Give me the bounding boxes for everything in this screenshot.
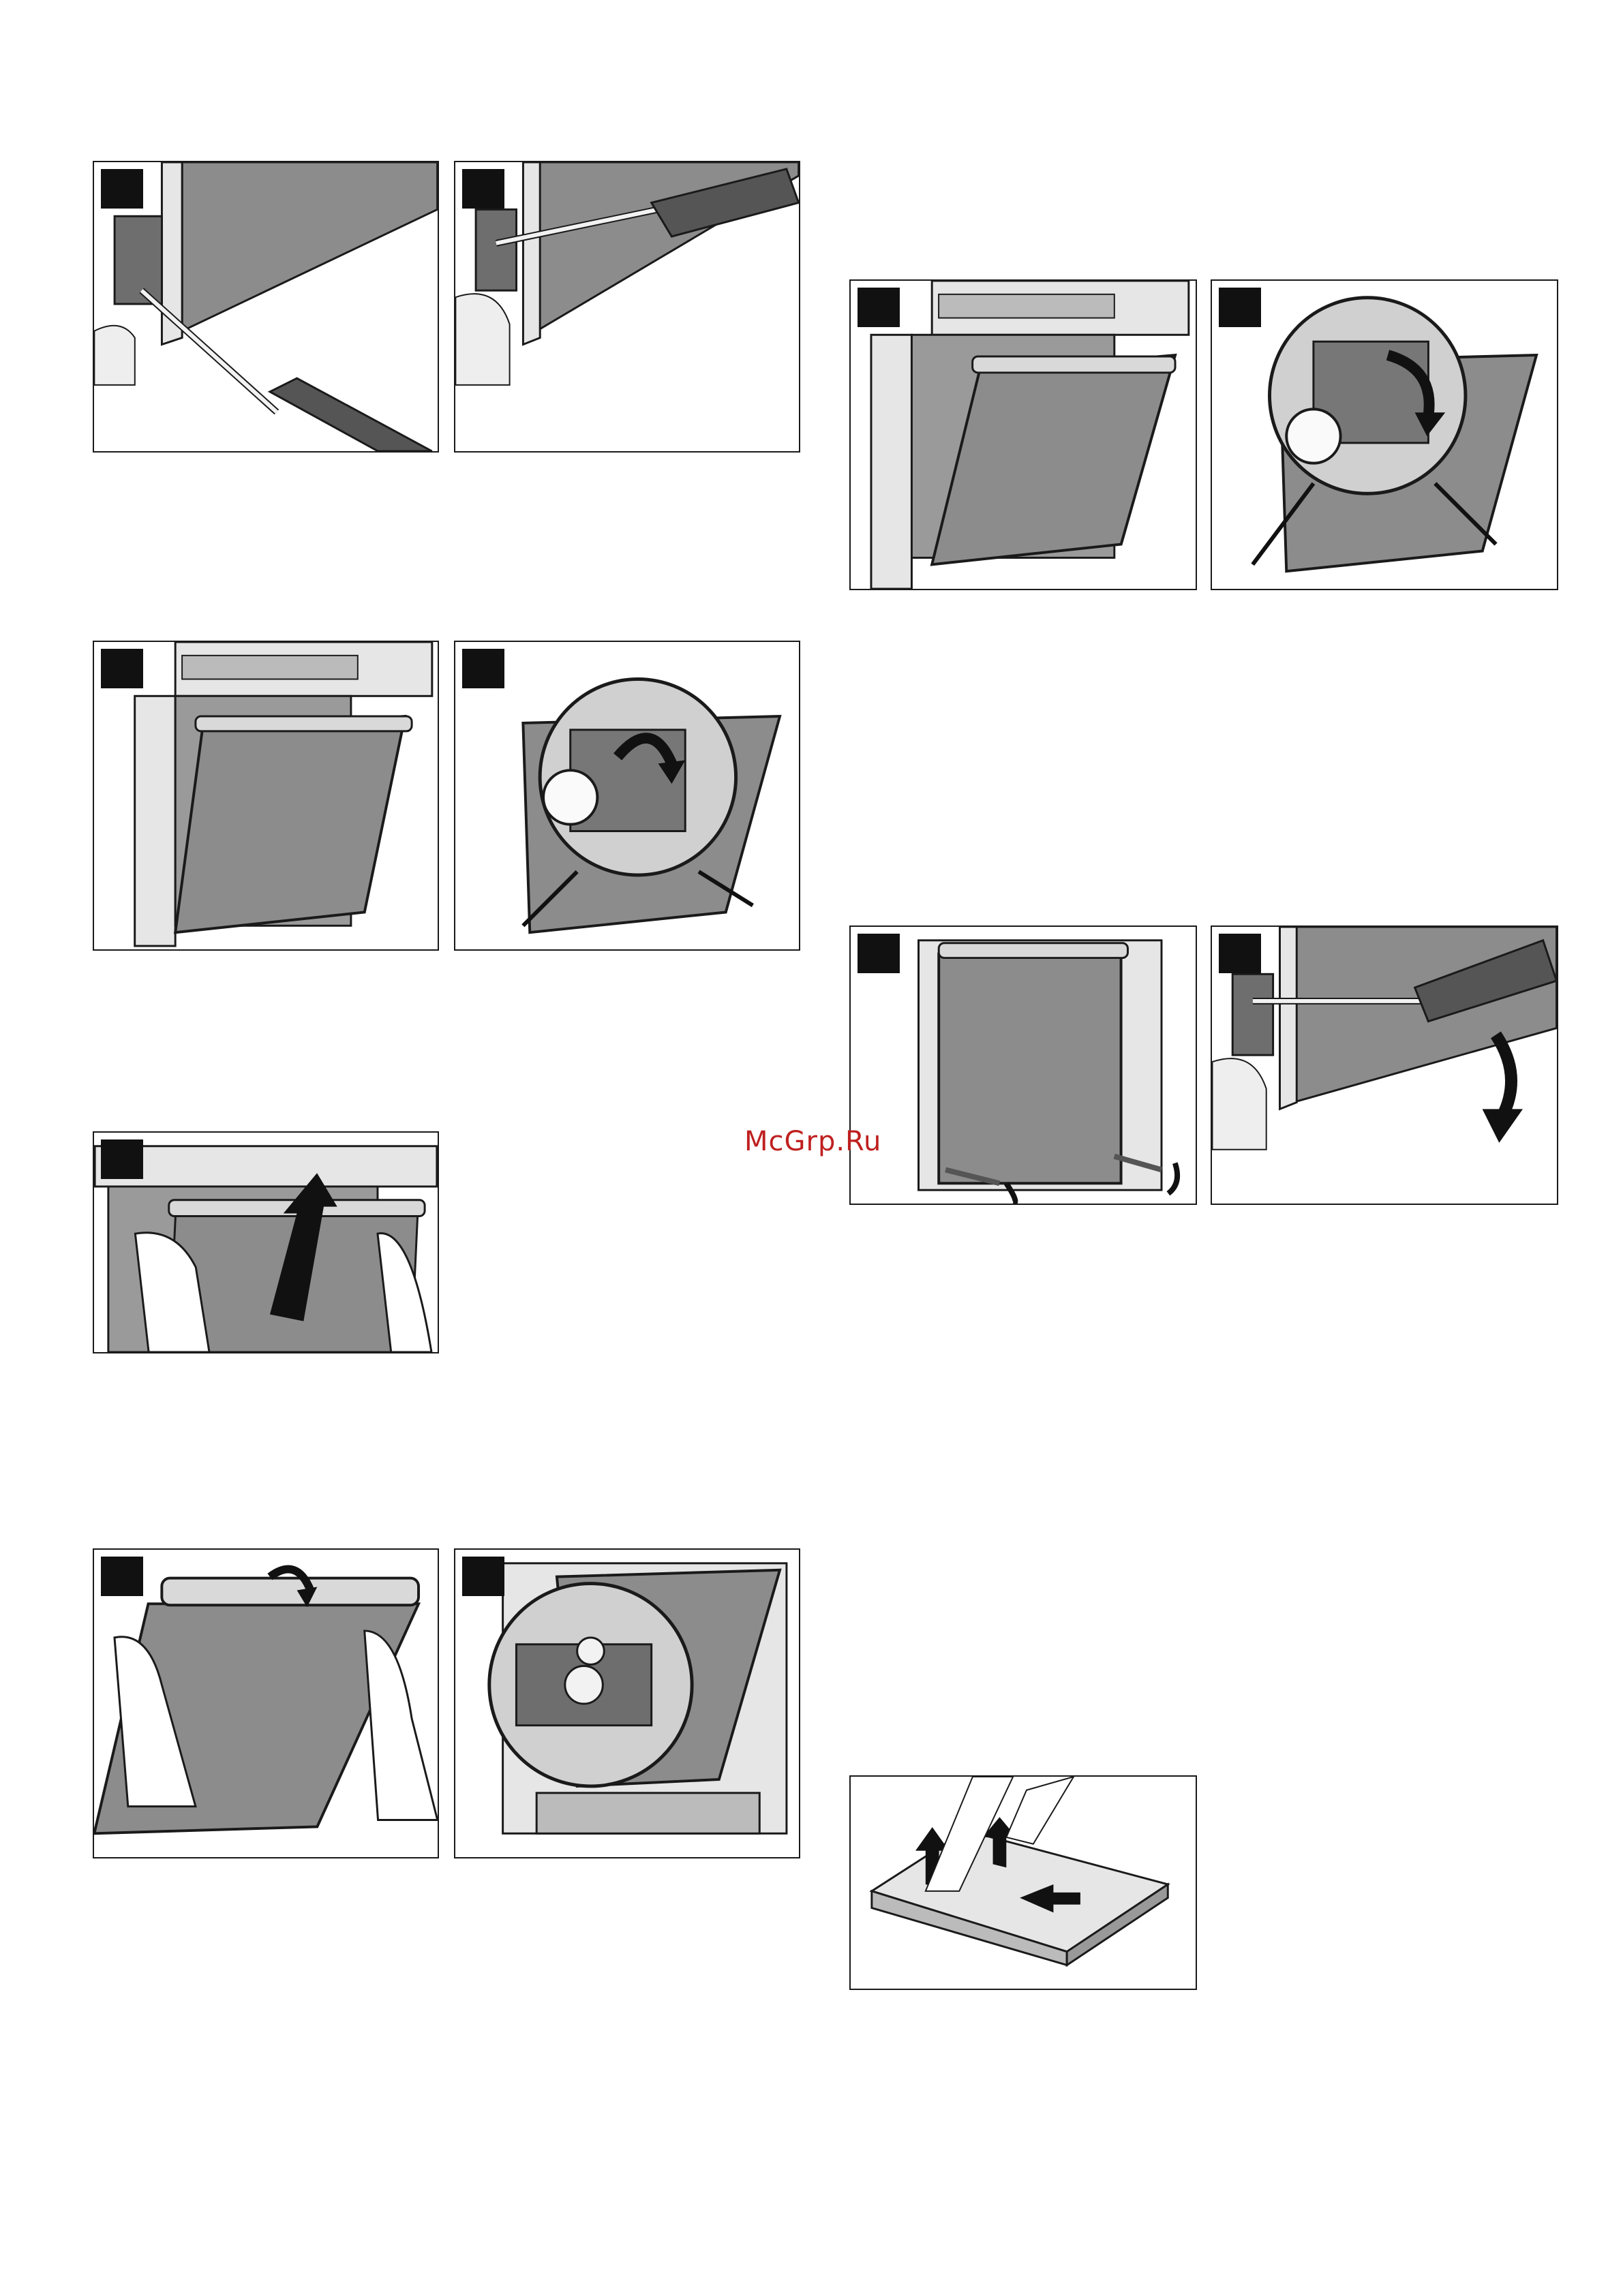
watermark-text: McGrp.Ru — [744, 1126, 881, 1157]
lift-door-illustration — [94, 1133, 438, 1352]
instruction-panel-door-open-right — [849, 279, 1197, 590]
instruction-panel-lift-door — [93, 1131, 439, 1353]
instruction-panel-door-open — [93, 641, 439, 951]
step-badge — [101, 1139, 143, 1179]
instruction-panel-hinge-detail — [454, 1548, 800, 1858]
remove-strip-illustration — [94, 1550, 438, 1857]
hinge-detail-zoom-illustration — [455, 1550, 799, 1857]
screwdriver-illustration — [94, 162, 438, 451]
hinge-lever-zoom-illustration — [455, 642, 799, 949]
oven-door-open-illustration — [94, 642, 438, 949]
step-badge — [101, 169, 143, 209]
instruction-panel-hinge-lever — [454, 641, 800, 951]
instruction-panel-remove-top-strip — [93, 1548, 439, 1858]
step-badge — [858, 288, 900, 327]
step-badge — [1219, 934, 1261, 973]
instruction-panel-screwdriver-side — [454, 161, 800, 453]
step-badge — [462, 649, 504, 688]
oven-door-open-illustration — [851, 281, 1196, 589]
step-badge — [858, 934, 900, 973]
screwdriver-illustration — [1212, 927, 1557, 1204]
instruction-panel-door-closed-screws — [849, 925, 1197, 1205]
instruction-panel-glass-pane — [849, 1775, 1197, 1990]
instruction-panel-unscrew-hinge-cover — [93, 161, 439, 453]
step-badge — [101, 649, 143, 688]
step-badge — [1219, 288, 1261, 327]
step-badge — [462, 1557, 504, 1596]
step-badge — [101, 1557, 143, 1596]
glass-pane-removal-illustration — [851, 1777, 1196, 1989]
door-closed-screws-illustration — [851, 927, 1196, 1204]
screwdriver-illustration — [455, 162, 799, 451]
step-badge — [462, 169, 504, 209]
hinge-lever-zoom-illustration — [1212, 281, 1557, 589]
instruction-panel-screwdriver-down — [1211, 925, 1558, 1205]
instruction-panel-hinge-lever-right — [1211, 279, 1558, 590]
